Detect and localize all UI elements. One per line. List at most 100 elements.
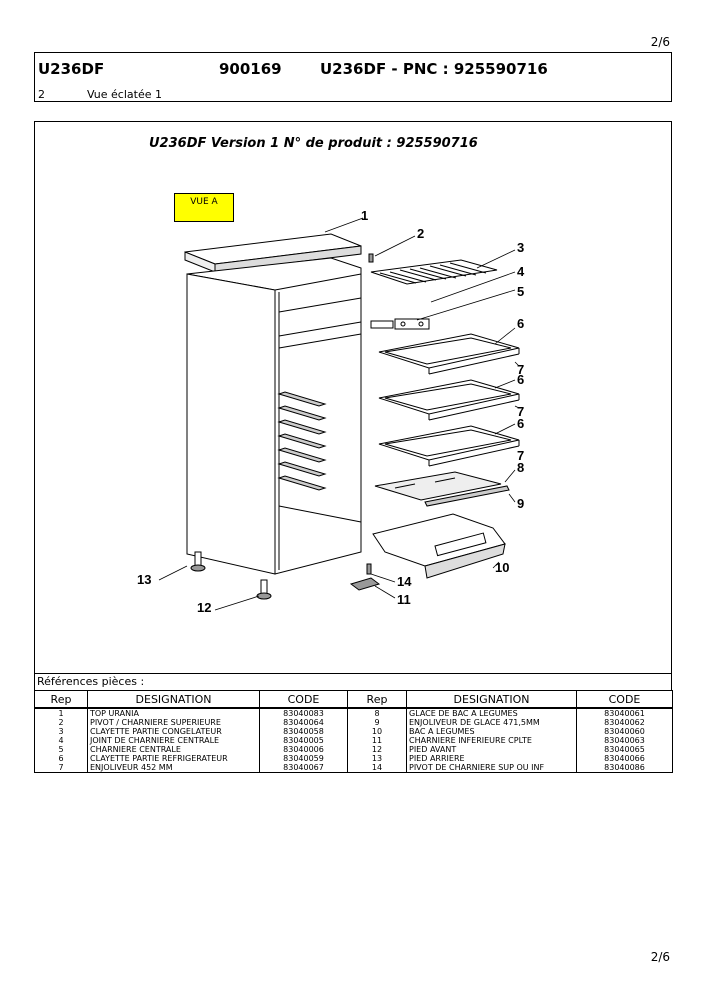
cabinet-rails bbox=[277, 391, 327, 491]
rep-cell: 3 bbox=[34, 727, 88, 736]
designation-cell: PIED ARRIERE bbox=[406, 754, 577, 763]
exploded-view-figure: U236DF Version 1 N° de produit : 9255907… bbox=[34, 121, 672, 674]
parts-table: Rep DESIGNATION CODE Rep DESIGNATION COD… bbox=[34, 690, 673, 773]
code-cell: 83040064 bbox=[259, 718, 348, 727]
designation-cell: PIVOT / CHARNIERE SUPERIEURE bbox=[87, 718, 260, 727]
refrigerator-exploded-drawing: 1 2 3 4 5 6 7 6 7 6 7 8 9 10 11 12 13 14 bbox=[137, 208, 525, 615]
vue-a-label: VUE A bbox=[174, 193, 234, 222]
rear-foot-part bbox=[190, 551, 206, 572]
parts-reference-header: Références pièces : bbox=[34, 674, 672, 691]
callout-4: 4 bbox=[517, 264, 525, 279]
vegetable-drawer-part bbox=[372, 513, 506, 579]
lower-hinge-part bbox=[349, 563, 381, 591]
rep-cell: 1 bbox=[34, 707, 88, 718]
figure-title: U236DF Version 1 N° de produit : 9255907… bbox=[149, 136, 478, 151]
callout-7: 7 bbox=[517, 448, 524, 463]
designation-cell: CLAYETTE PARTIE REFRIGERATEUR bbox=[87, 754, 260, 763]
document-header: U236DF 900169 U236DF - PNC : 925590716 2… bbox=[34, 52, 672, 102]
callout-12: 12 bbox=[197, 600, 211, 615]
fridge-shelf-part bbox=[378, 333, 520, 375]
callout-2: 2 bbox=[417, 226, 424, 241]
code-cell: 83040066 bbox=[576, 754, 673, 763]
column-header-rep: Rep bbox=[34, 690, 88, 709]
parts-reference-title: Références pièces : bbox=[37, 675, 145, 688]
table-row: 5 CHARNIERE CENTRALE 83040006 12 PIED AV… bbox=[34, 745, 673, 754]
page-number-top: 2/6 bbox=[650, 35, 670, 49]
callout-6: 6 bbox=[517, 416, 524, 431]
designation-cell: GLACE DE BAC A LEGUMES bbox=[406, 707, 577, 718]
callout-7: 7 bbox=[517, 404, 524, 419]
front-foot-part bbox=[256, 579, 272, 600]
cabinet-body-part bbox=[186, 257, 362, 575]
rep-cell: 10 bbox=[347, 727, 407, 736]
rep-cell: 11 bbox=[347, 736, 407, 745]
code-cell: 83040059 bbox=[259, 754, 348, 763]
designation-cell: PIED AVANT bbox=[406, 745, 577, 754]
designation-cell: JOINT DE CHARNIERE CENTRALE bbox=[87, 736, 260, 745]
parts-table-header: Rep DESIGNATION CODE Rep DESIGNATION COD… bbox=[34, 690, 673, 709]
code-cell: 83040060 bbox=[576, 727, 673, 736]
column-header-rep: Rep bbox=[347, 690, 407, 709]
callout-numbers: 1 2 3 4 5 6 7 6 7 6 7 8 9 10 11 12 13 14 bbox=[137, 208, 525, 615]
table-row: 1 TOP URANIA 83040083 8 GLACE DE BAC A L… bbox=[34, 707, 673, 718]
designation-cell: CLAYETTE PARTIE CONGELATEUR bbox=[87, 727, 260, 736]
designation-cell: BAC A LEGUMES bbox=[406, 727, 577, 736]
designation-cell: PIVOT DE CHARNIERE SUP OU INF bbox=[406, 763, 577, 773]
callout-9: 9 bbox=[517, 496, 524, 511]
callout-6: 6 bbox=[517, 372, 524, 387]
page-number-bottom: 2/6 bbox=[650, 950, 670, 964]
code-cell: 83040005 bbox=[259, 736, 348, 745]
rep-cell: 12 bbox=[347, 745, 407, 754]
table-row: 6 CLAYETTE PARTIE REFRIGERATEUR 83040059… bbox=[34, 754, 673, 763]
callout-3: 3 bbox=[517, 240, 524, 255]
designation-cell: ENJOLIVEUR DE GLACE 471,5MM bbox=[406, 718, 577, 727]
designation-cell: CHARNIERE CENTRALE bbox=[87, 745, 260, 754]
rep-cell: 7 bbox=[34, 763, 88, 773]
code-cell: 83040063 bbox=[576, 736, 673, 745]
rep-cell: 4 bbox=[34, 736, 88, 745]
pivot-part bbox=[368, 253, 374, 263]
callout-7: 7 bbox=[517, 362, 524, 377]
top-panel-part bbox=[184, 233, 362, 273]
callout-14: 14 bbox=[397, 574, 412, 589]
freezer-shelf-part bbox=[370, 259, 498, 285]
table-row: 2 PIVOT / CHARNIERE SUPERIEURE 83040064 … bbox=[34, 718, 673, 727]
rep-cell: 2 bbox=[34, 718, 88, 727]
code-cell: 83040083 bbox=[259, 707, 348, 718]
fridge-shelf-part bbox=[378, 425, 520, 467]
column-header-code: CODE bbox=[576, 690, 673, 709]
callout-10: 10 bbox=[495, 560, 509, 575]
callout-leaders bbox=[158, 217, 520, 611]
callout-5: 5 bbox=[517, 284, 524, 299]
section-number: 2 bbox=[38, 88, 45, 101]
rep-cell: 13 bbox=[347, 754, 407, 763]
callout-11: 11 bbox=[397, 592, 411, 607]
central-hinge-part bbox=[370, 318, 430, 330]
rep-cell: 8 bbox=[347, 707, 407, 718]
rep-cell: 5 bbox=[34, 745, 88, 754]
code-cell: 83040065 bbox=[576, 745, 673, 754]
column-header-code: CODE bbox=[259, 690, 348, 709]
model-code: 900169 bbox=[219, 60, 282, 78]
table-row: 4 JOINT DE CHARNIERE CENTRALE 83040005 1… bbox=[34, 736, 673, 745]
vegetable-glass-part bbox=[374, 471, 502, 501]
code-cell: 83040086 bbox=[576, 763, 673, 773]
column-header-designation: DESIGNATION bbox=[87, 690, 260, 709]
glass-trim-part bbox=[424, 485, 510, 507]
model-name: U236DF bbox=[38, 60, 105, 78]
callout-13: 13 bbox=[137, 572, 151, 587]
code-cell: 83040006 bbox=[259, 745, 348, 754]
callout-1: 1 bbox=[361, 208, 368, 223]
code-cell: 83040061 bbox=[576, 707, 673, 718]
table-row: 3 CLAYETTE PARTIE CONGELATEUR 83040058 1… bbox=[34, 727, 673, 736]
code-cell: 83040058 bbox=[259, 727, 348, 736]
designation-cell: CHARNIERE INFERIEURE CPLTE bbox=[406, 736, 577, 745]
designation-cell: ENJOLIVEUR 452 MM bbox=[87, 763, 260, 773]
section-title: Vue éclatée 1 bbox=[87, 88, 162, 101]
rep-cell: 6 bbox=[34, 754, 88, 763]
rep-cell: 14 bbox=[347, 763, 407, 773]
column-header-designation: DESIGNATION bbox=[406, 690, 577, 709]
callout-8: 8 bbox=[517, 460, 524, 475]
rep-cell: 9 bbox=[347, 718, 407, 727]
pnc-label: U236DF - PNC : 925590716 bbox=[320, 60, 548, 78]
